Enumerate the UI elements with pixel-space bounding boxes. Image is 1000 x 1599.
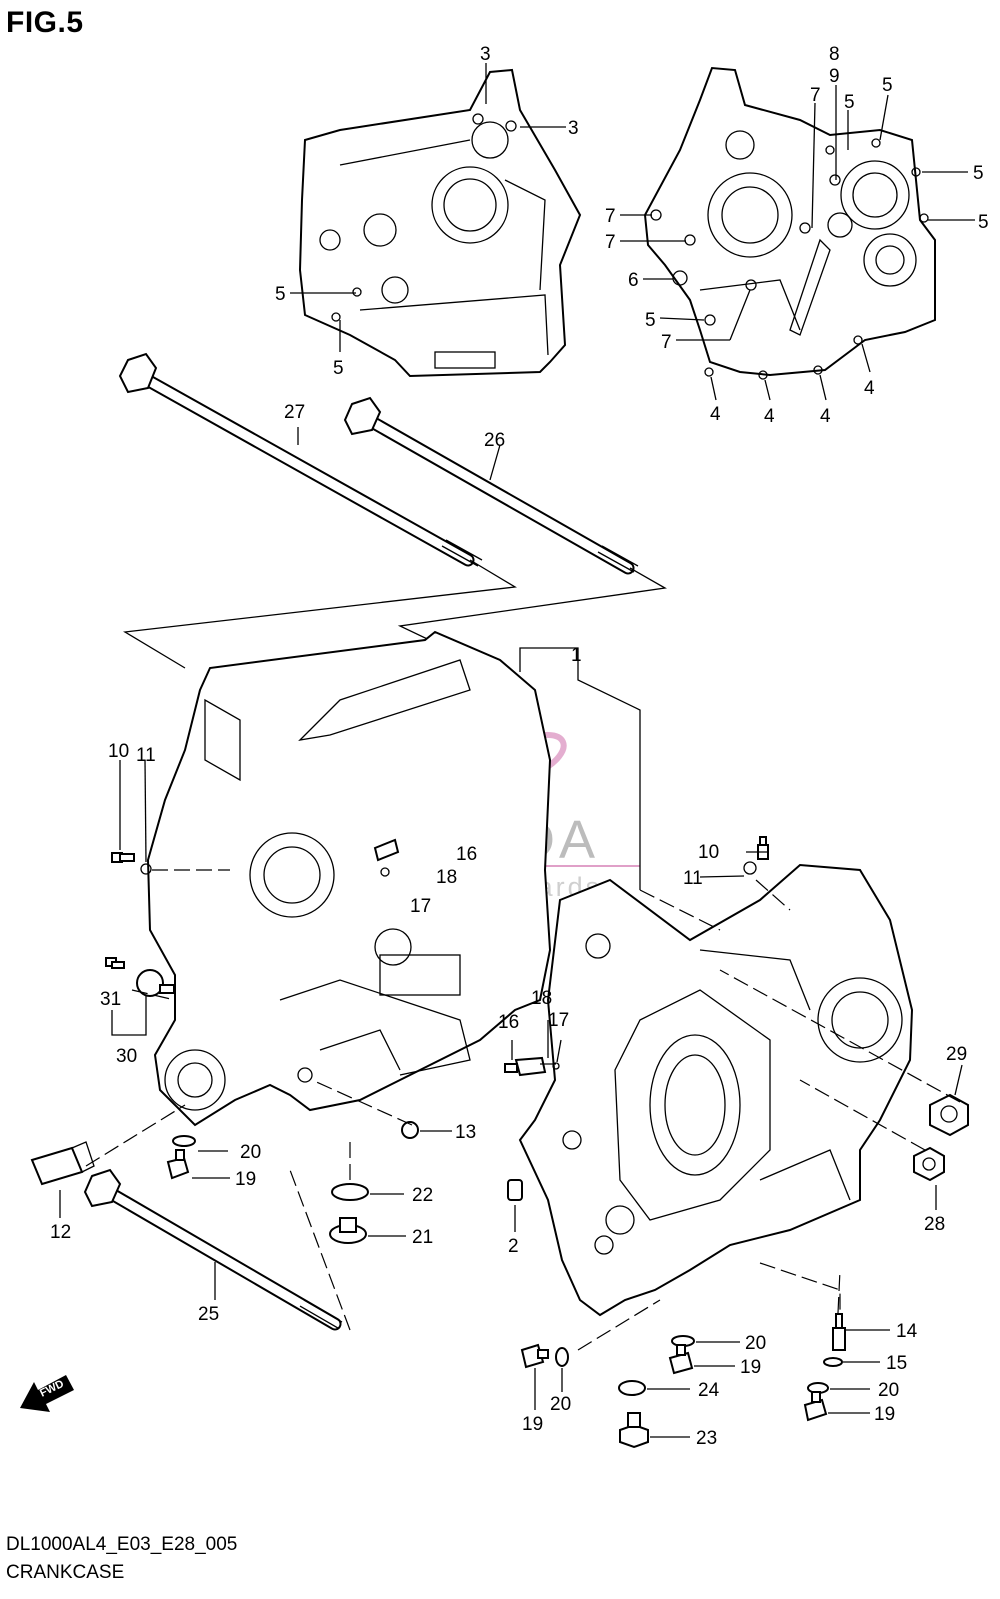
callout-21: 21 xyxy=(412,1227,433,1248)
callout-16: 16 xyxy=(456,844,477,865)
callout-7: 7 xyxy=(605,206,616,227)
callout-29: 29 xyxy=(946,1044,967,1065)
callout-5: 5 xyxy=(645,310,656,331)
crankcase-left-inner-view xyxy=(298,68,582,378)
callout-18: 18 xyxy=(436,867,457,888)
callout-9: 9 xyxy=(829,66,840,87)
callout-28: 28 xyxy=(924,1214,945,1235)
bolt-26 xyxy=(343,396,639,575)
bolt-10-left xyxy=(111,852,135,863)
plug-23 xyxy=(619,1412,649,1449)
callout-19: 19 xyxy=(235,1169,256,1190)
callout-11: 11 xyxy=(136,745,156,766)
bolt-25 xyxy=(83,1168,343,1331)
callout-20: 20 xyxy=(745,1333,766,1354)
figure-title: FIG.5 xyxy=(6,6,84,39)
crankcase-lower-left-half xyxy=(146,630,552,1127)
callout-17: 17 xyxy=(548,1010,569,1031)
callout-labels: 3 3 5 5 8 9 7 5 5 5 5 7 7 6 5 7 4 4 4 4 … xyxy=(50,44,989,1449)
callout-8: 8 xyxy=(829,44,840,65)
callout-24: 24 xyxy=(698,1380,720,1401)
callout-20: 20 xyxy=(878,1380,899,1401)
leader-lines xyxy=(59,63,975,1438)
callout-7: 7 xyxy=(605,232,616,253)
callout-3: 3 xyxy=(480,44,491,65)
callout-17: 17 xyxy=(410,896,431,917)
callout-4: 4 xyxy=(710,404,721,425)
figure-name: CRANKCASE xyxy=(6,1562,125,1583)
callout-2: 2 xyxy=(508,1236,519,1257)
bolt-19-right xyxy=(803,1391,828,1422)
callout-1: 1 xyxy=(571,645,582,666)
callout-11: 11 xyxy=(683,868,703,889)
callout-16: 16 xyxy=(498,1012,519,1033)
callout-10: 10 xyxy=(108,741,129,762)
callout-19: 19 xyxy=(874,1404,895,1425)
callout-5: 5 xyxy=(333,358,344,379)
callout-25: 25 xyxy=(198,1304,219,1325)
assembly-lines xyxy=(85,869,961,1351)
callout-3: 3 xyxy=(568,118,579,139)
figure-code: DL1000AL4_E03_E28_005 xyxy=(6,1534,238,1555)
callout-18: 18 xyxy=(531,988,552,1009)
callout-22: 22 xyxy=(412,1185,433,1206)
callout-23: 23 xyxy=(696,1428,717,1449)
bolt-19-bottom xyxy=(520,1343,549,1369)
bolt-10-right xyxy=(757,836,769,860)
callout-10: 10 xyxy=(698,842,719,863)
callout-27: 27 xyxy=(284,402,305,423)
crankcase-right-inner-view xyxy=(643,66,936,380)
nut-28 xyxy=(913,1146,945,1182)
bolt-31 xyxy=(105,957,125,969)
washer-24 xyxy=(618,1380,646,1396)
callout-15: 15 xyxy=(886,1353,907,1374)
bolt-19-left xyxy=(166,1149,190,1180)
washer-22 xyxy=(331,1183,369,1201)
crankcase-lower-right-half xyxy=(518,863,914,1317)
plug-12 xyxy=(30,1141,95,1186)
callout-31: 31 xyxy=(100,989,121,1010)
dowel-pin-2 xyxy=(507,1179,523,1201)
callout-20: 20 xyxy=(550,1394,571,1415)
sensor-18-right xyxy=(504,1056,560,1077)
bolt-30 xyxy=(136,969,175,997)
callout-4: 4 xyxy=(864,378,875,399)
sensor-14 xyxy=(832,1313,846,1351)
bolt-16-17-18-left xyxy=(373,838,400,877)
callout-26: 26 xyxy=(484,430,505,451)
callout-14: 14 xyxy=(896,1321,918,1342)
callout-5: 5 xyxy=(978,212,989,233)
fwd-arrow-icon: FWD xyxy=(20,1375,74,1412)
callout-19: 19 xyxy=(740,1357,761,1378)
washer-11-left xyxy=(140,863,152,875)
callout-5: 5 xyxy=(844,92,855,113)
callout-4: 4 xyxy=(820,406,831,427)
callout-6: 6 xyxy=(628,270,639,291)
callout-20: 20 xyxy=(240,1142,261,1163)
washer-11-right xyxy=(743,861,757,875)
callout-12: 12 xyxy=(50,1222,71,1243)
callout-19: 19 xyxy=(522,1414,543,1435)
callout-5: 5 xyxy=(275,284,286,305)
nut-29 xyxy=(929,1093,969,1137)
bolt-27 xyxy=(118,352,483,567)
o-ring-13 xyxy=(401,1121,419,1139)
callout-7: 7 xyxy=(810,85,821,106)
plug-21 xyxy=(329,1217,367,1244)
washer-20-left xyxy=(172,1135,196,1147)
washer-15 xyxy=(823,1357,843,1367)
callout-30: 30 xyxy=(116,1046,137,1067)
callout-13: 13 xyxy=(455,1122,476,1143)
callout-7: 7 xyxy=(661,332,672,353)
callout-5: 5 xyxy=(882,75,893,96)
callout-4: 4 xyxy=(764,406,775,427)
callout-5: 5 xyxy=(973,163,984,184)
bolt-19-center xyxy=(668,1344,694,1375)
washer-20-bottom xyxy=(555,1347,569,1367)
